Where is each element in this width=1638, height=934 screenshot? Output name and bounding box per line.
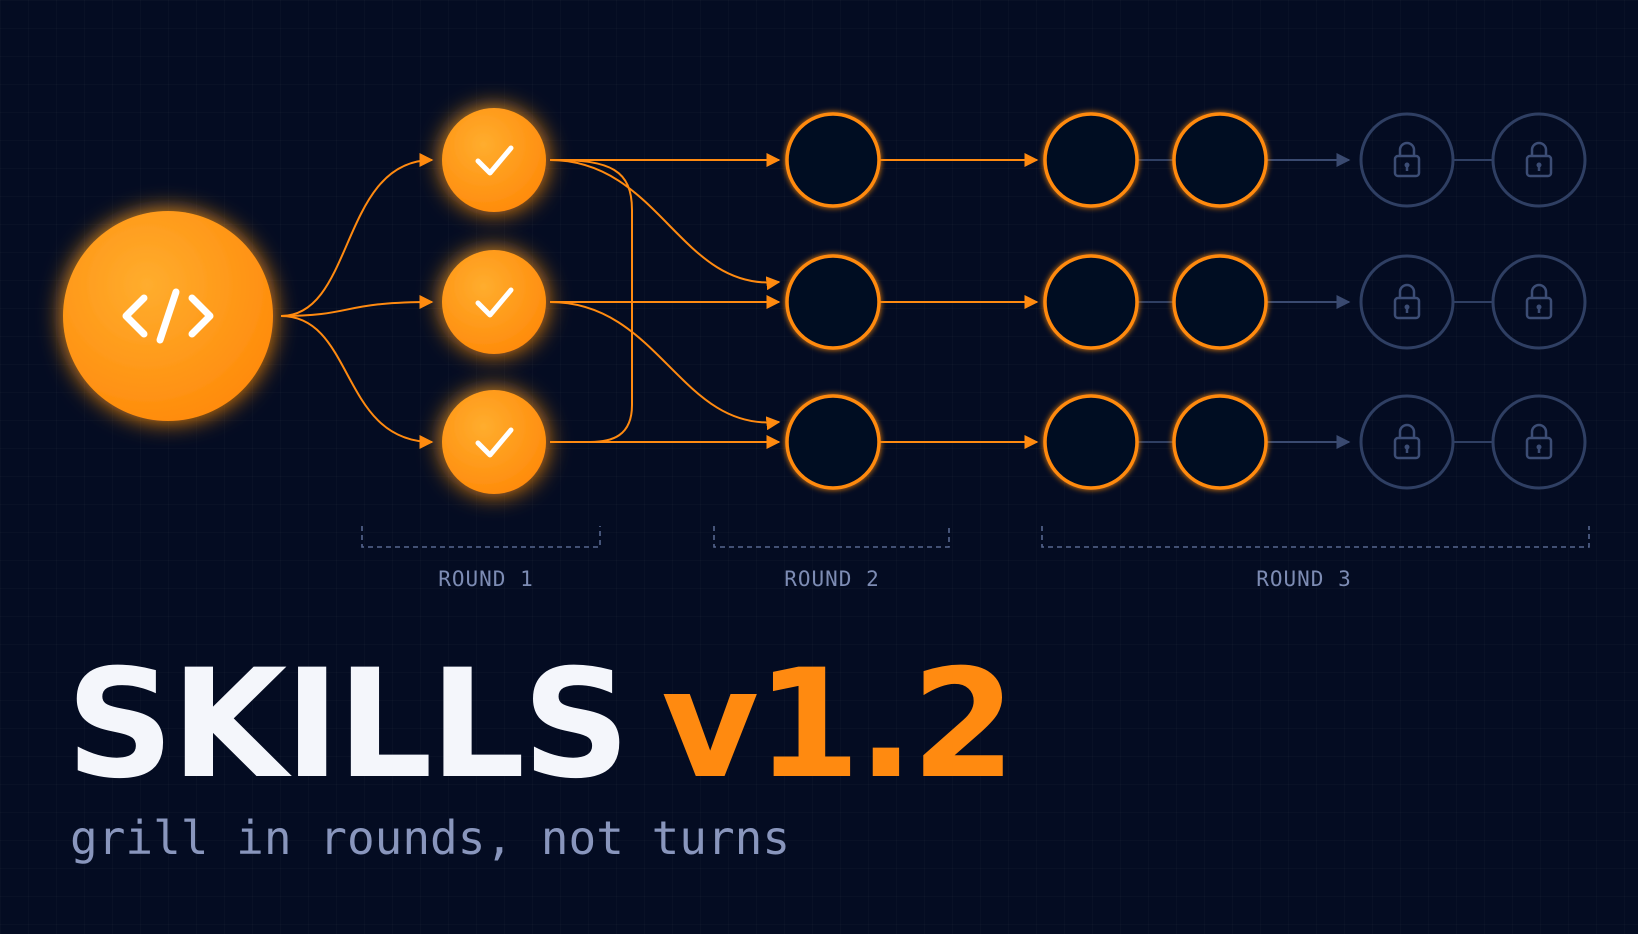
locked-node-ring: [1491, 112, 1587, 208]
locked-node: [1491, 112, 1587, 208]
round1-node: [442, 250, 546, 354]
edge-source-to-round1: [280, 315, 434, 449]
lock-icon: [1393, 141, 1421, 178]
open-node: [1043, 394, 1139, 490]
round1-node-circle: [442, 108, 546, 212]
edge-bus: [555, 159, 633, 443]
open-node: [785, 394, 881, 490]
check-icon: [475, 427, 514, 458]
locked-node: [1359, 112, 1455, 208]
round-label: ROUND 1: [438, 567, 534, 591]
check-icon: [475, 145, 514, 176]
round-bracket: [1041, 526, 1590, 548]
open-node-ring: [1172, 254, 1268, 350]
round-label: ROUND 3: [1256, 567, 1352, 591]
open-node-ring: [1043, 254, 1139, 350]
open-node-ring: [785, 112, 881, 208]
edge-source-to-round1: [280, 295, 434, 317]
round-bracket: [361, 526, 601, 548]
open-node: [1043, 254, 1139, 350]
locked-node: [1359, 254, 1455, 350]
locked-node: [1359, 394, 1455, 490]
check-icon: [475, 287, 514, 318]
round-label: ROUND 2: [784, 567, 880, 591]
round-bracket: [713, 526, 950, 548]
headline-version: v1.2: [661, 638, 1016, 812]
lock-icon: [1393, 283, 1421, 320]
open-node: [1043, 112, 1139, 208]
locked-node-ring: [1359, 112, 1455, 208]
edge-source-to-round1: [280, 153, 434, 317]
locked-node: [1491, 394, 1587, 490]
locked-node-ring: [1491, 394, 1587, 490]
lock-icon: [1525, 423, 1553, 460]
locked-node-ring: [1359, 254, 1455, 350]
round1-node: [442, 390, 546, 494]
locked-node-ring: [1491, 254, 1587, 350]
round-brackets: [361, 526, 1590, 548]
lock-icon: [1525, 283, 1553, 320]
open-node-ring: [785, 254, 881, 350]
open-node: [1172, 112, 1268, 208]
open-node: [1172, 394, 1268, 490]
open-node-ring: [785, 394, 881, 490]
round1-node: [442, 108, 546, 212]
open-node-ring: [1172, 112, 1268, 208]
open-node: [1172, 254, 1268, 350]
locked-node-ring: [1359, 394, 1455, 490]
open-node-ring: [1043, 112, 1139, 208]
round-labels: ROUND 1 ROUND 2 ROUND 3: [438, 567, 1352, 591]
nodes: [63, 108, 1587, 494]
open-node-ring: [1043, 394, 1139, 490]
round1-node-circle: [442, 390, 546, 494]
round1-node-circle: [442, 250, 546, 354]
open-node: [785, 254, 881, 350]
tagline: grill in rounds, not turns: [70, 811, 791, 865]
code-icon: [122, 288, 214, 344]
lock-icon: [1393, 423, 1421, 460]
lock-icon: [1525, 141, 1553, 178]
open-node-ring: [1172, 394, 1268, 490]
open-node: [785, 112, 881, 208]
locked-node: [1491, 254, 1587, 350]
headline-title: SKILLS: [66, 638, 630, 812]
source-node: [63, 211, 273, 421]
edges: [280, 153, 1493, 449]
edge-round1-cross: [549, 159, 781, 291]
edge-round1-cross: [549, 301, 781, 431]
